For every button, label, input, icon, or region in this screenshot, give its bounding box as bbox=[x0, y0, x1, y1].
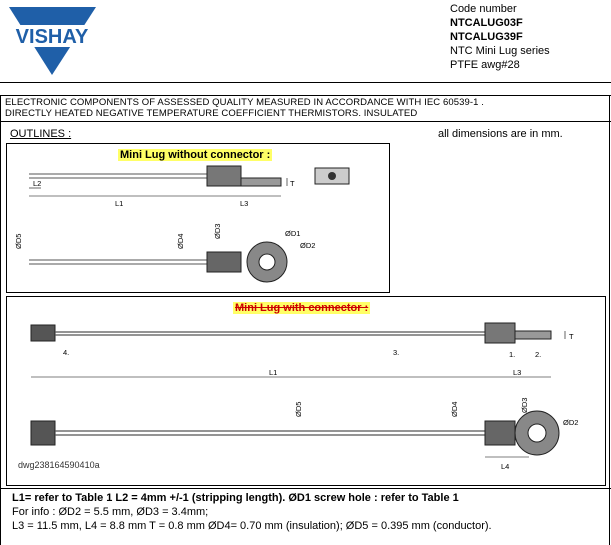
drawing-number: dwg238164590410a bbox=[18, 460, 100, 470]
footer-line-3: L3 = 11.5 mm, L4 = 8.8 mm T = 0.8 mm ØD4… bbox=[12, 520, 492, 532]
code-block: Code number NTCALUG03F NTCALUG39F NTC Mi… bbox=[450, 2, 550, 72]
dim-l1-conn: L1 bbox=[269, 368, 277, 377]
dim-l2: L2 bbox=[33, 179, 41, 188]
dim-t: T bbox=[290, 179, 295, 188]
frame-top bbox=[0, 95, 611, 96]
header-divider bbox=[0, 82, 611, 83]
standard-divider bbox=[0, 121, 611, 122]
dim-l1: L1 bbox=[115, 199, 123, 208]
logo-text: VISHAY bbox=[16, 26, 89, 48]
dim-l4-conn: L4 bbox=[501, 462, 509, 471]
callout-3: 3. bbox=[393, 348, 399, 357]
dim-l3: L3 bbox=[240, 199, 248, 208]
code-label: Code number bbox=[450, 3, 517, 15]
dim-d5-conn: ØD5 bbox=[294, 402, 303, 417]
standard-text: ELECTRONIC COMPONENTS OF ASSESSED QUALIT… bbox=[5, 97, 484, 119]
dim-l3-conn: L3 bbox=[513, 368, 521, 377]
code-number-2: NTCALUG39F bbox=[450, 31, 523, 43]
footer-line-2: For info : ØD2 = 5.5 mm, ØD3 = 3.4mm; bbox=[12, 506, 209, 518]
dim-d3: ØD3 bbox=[213, 224, 222, 239]
dimensions-note: all dimensions are in mm. bbox=[438, 128, 563, 140]
dim-d3-conn: ØD3 bbox=[520, 398, 529, 413]
code-number-1: NTCALUG03F bbox=[450, 17, 523, 29]
dim-d4: ØD4 bbox=[176, 234, 185, 249]
dim-d5: ØD5 bbox=[14, 234, 23, 249]
dim-d2: ØD2 bbox=[300, 241, 315, 250]
footer-divider bbox=[0, 488, 611, 489]
wire-type: PTFE awg#28 bbox=[450, 59, 520, 71]
outlines-label: OUTLINES : bbox=[10, 128, 72, 140]
drawing2-title: Mini Lug with connector : bbox=[233, 302, 371, 314]
frame-left bbox=[0, 95, 1, 545]
callout-2: 2. bbox=[535, 350, 541, 359]
dim-d1: ØD1 bbox=[285, 229, 300, 238]
drawing-without-connector: L2 L1 L3 T ØD5 ØD4 ØD3 ØD1 ØD2 bbox=[6, 143, 390, 293]
footer-line-1: L1= refer to Table 1 L2 = 4mm +/-1 (stri… bbox=[12, 492, 459, 504]
dim-d4-conn: ØD4 bbox=[450, 402, 459, 417]
callout-1: 1. bbox=[509, 350, 515, 359]
vishay-logo: VISHAY bbox=[5, 5, 100, 77]
dim-t-conn: T bbox=[569, 332, 574, 341]
drawing1-title: Mini Lug without connector : bbox=[118, 149, 273, 161]
drawing-with-connector: 4. 3. 1. 2. L1 L3 T ØD5 ØD4 ØD3 ØD2 L4 bbox=[6, 296, 606, 486]
standard-line-1: ELECTRONIC COMPONENTS OF ASSESSED QUALIT… bbox=[5, 97, 484, 108]
callout-4: 4. bbox=[63, 348, 69, 357]
series-name: NTC Mini Lug series bbox=[450, 45, 550, 57]
frame-right bbox=[609, 95, 610, 545]
standard-line-2: DIRECTLY HEATED NEGATIVE TEMPERATURE COE… bbox=[5, 108, 418, 119]
dim-d2-conn: ØD2 bbox=[563, 418, 578, 427]
